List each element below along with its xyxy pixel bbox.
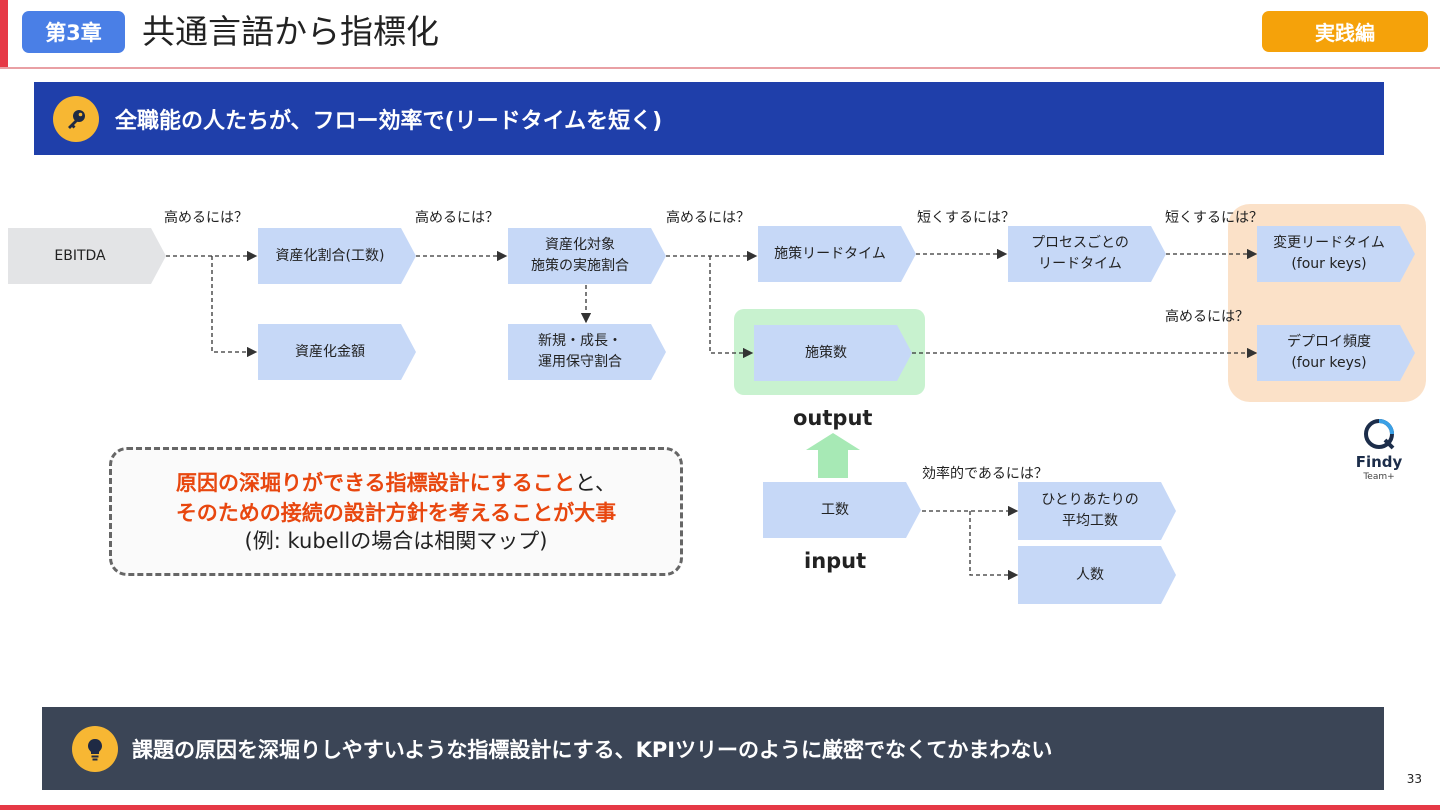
key-message-text: 全職能の人たちが、フロー効率で(リードタイムを短く) <box>115 108 663 134</box>
edge-label-shorten: 短くするには？ <box>1165 210 1263 226</box>
edge-effort-headcount <box>969 511 1019 581</box>
node-effort: 工数 <box>763 482 921 538</box>
findy-logo-mark <box>1364 419 1395 450</box>
key-message-banner: 全職能の人たちが、フロー効率で(リードタイムを短く) <box>34 82 1384 155</box>
header-divider <box>0 67 1440 69</box>
node-change-lead-time: 変更リードタイム (four keys) <box>1257 226 1415 282</box>
output-label: output <box>793 406 873 430</box>
output-arrow <box>806 433 860 478</box>
practice-badge: 実践編 <box>1262 11 1428 52</box>
page-number: 33 <box>1406 772 1422 786</box>
lightbulb-icon <box>72 725 118 772</box>
node-ebitda: EBITDA <box>8 228 166 284</box>
node-capitalization-ratio: 資産化割合(工数) <box>258 228 416 284</box>
node-initiative-lead-time: 施策リードタイム <box>758 226 916 282</box>
node-avg-effort: ひとりあたりの 平均工数 <box>1018 482 1176 540</box>
findy-logo-name: Findy <box>1355 453 1403 471</box>
edge-label-efficient: 効率的であるには？ <box>922 466 1048 482</box>
callout-line-1: 原因の深堀りができる指標設計にすることと、 <box>176 469 616 499</box>
slide-title: 共通言語から指標化 <box>142 12 439 51</box>
node-deploy-frequency: デプロイ頻度 (four keys) <box>1257 325 1415 381</box>
callout-box: 原因の深堀りができる指標設計にすることと、 そのための接続の設計方針を考えること… <box>109 447 683 576</box>
edge-label-raise: 高めるには？ <box>164 210 248 226</box>
callout-text: と、 <box>574 470 616 495</box>
tip-text: 課題の原因を深堀りしやすいような指標設計にする、KPIツリーのように厳密でなくて… <box>132 737 1053 762</box>
input-label: input <box>804 549 867 573</box>
key-icon <box>53 95 99 142</box>
callout-highlight: 原因の深堀りができる指標設計にすること <box>176 470 575 495</box>
edge-ebitda-amount <box>211 256 258 358</box>
edge-label-raise: 高めるには？ <box>666 210 750 226</box>
node-capitalization-amount: 資産化金額 <box>258 324 416 380</box>
edge-label-raise: 高めるには？ <box>415 210 499 226</box>
node-capitalized-target: 資産化対象 施策の実施割合 <box>508 228 666 284</box>
chapter-badge: 第3章 <box>22 11 125 53</box>
node-process-lead-time: プロセスごとの リードタイム <box>1008 226 1166 282</box>
callout-example: (例: kubellの場合は相関マップ) <box>244 528 548 553</box>
node-headcount: 人数 <box>1018 546 1176 604</box>
callout-line-2: そのための接続の設計方針を考えることが大事 <box>175 500 617 525</box>
node-initiative-count: 施策数 <box>754 325 912 381</box>
findy-logo: Findy Team+ <box>1352 416 1406 486</box>
edge-target-count <box>709 256 754 359</box>
findy-logo-sub: Team+ <box>1363 472 1395 482</box>
edge-label-raise: 高めるには？ <box>1165 309 1249 325</box>
tip-banner: 課題の原因を深堀りしやすいような指標設計にする、KPIツリーのように厳密でなくて… <box>42 707 1384 790</box>
edge-label-shorten: 短くするには？ <box>917 210 1015 226</box>
node-new-growth-ops: 新規・成長・ 運用保守割合 <box>508 324 666 380</box>
footer-accent-bar <box>0 805 1440 810</box>
header-accent-bar <box>0 0 8 68</box>
